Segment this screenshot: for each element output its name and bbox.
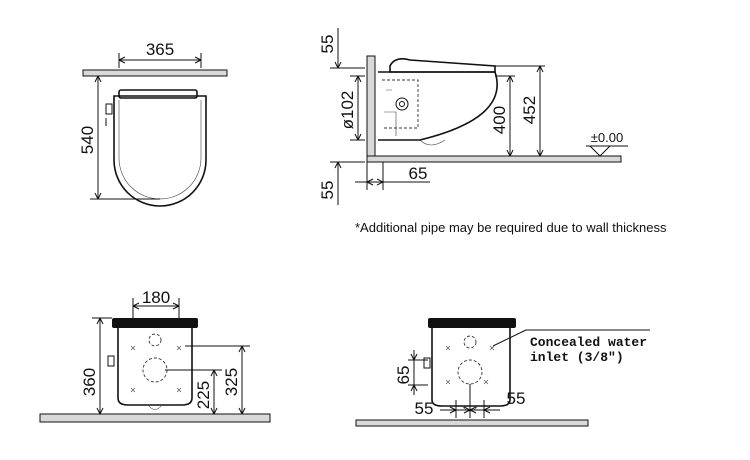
front-view-left: 180 360 225 325 [39,288,271,423]
top-view-wall [82,69,228,77]
front-right-left-offset-dim: 55 [415,399,434,418]
front-left-pipe-height-dim: 225 [194,381,213,409]
side-view-inner-height-dim: 400 [490,106,509,134]
side-view-pipe-dim: ø102 [338,91,357,130]
front-left-floor [39,413,271,423]
side-view: 55 ø102 55 65 400 452 ±0.00 [318,28,628,205]
side-view-upper-gap-dim: 55 [318,35,337,54]
top-view-depth-dim: 540 [78,126,97,154]
front-right-floor [355,419,589,427]
front-left-seat [112,318,198,328]
side-view-projection-dim: 65 [409,164,428,183]
top-view-button [105,103,113,115]
side-view-total-height-dim: 452 [520,96,539,124]
front-right-right-offset-dim: 55 [507,389,526,408]
callout-line-1: Concealed water [530,335,647,350]
top-view-width-dim: 365 [146,40,174,59]
top-view: 365 540 [78,40,228,207]
front-right-inlet-height-dim: 65 [394,366,413,385]
side-view-floor [366,155,622,163]
top-view-bowl-inner [118,100,202,200]
front-left-bolt-spacing-dim: 180 [142,288,170,307]
level-label: ±0.00 [591,130,623,145]
front-left-bolt-height-dim: 325 [222,368,241,396]
front-view-right: Concealed water inlet (3/8") 65 55 55 [355,318,650,427]
top-view-bowl [113,95,207,207]
side-view-wall [366,55,376,163]
front-right-bowl [431,328,511,407]
front-left-button [107,355,115,367]
front-left-bowl [117,328,193,406]
side-view-lid [389,58,496,73]
front-left-height-dim: 360 [80,368,99,396]
side-view-pipe-outlet [395,97,409,111]
front-right-seat [428,318,516,328]
level-marker-icon [588,145,612,157]
front-right-button [423,357,431,369]
top-view-seat-hinge [118,89,198,99]
side-view-lower-gap-dim: 55 [318,181,337,200]
wall-thickness-note: *Additional pipe may be required due to … [355,220,667,235]
callout-line-2: inlet (3/8") [530,350,624,365]
